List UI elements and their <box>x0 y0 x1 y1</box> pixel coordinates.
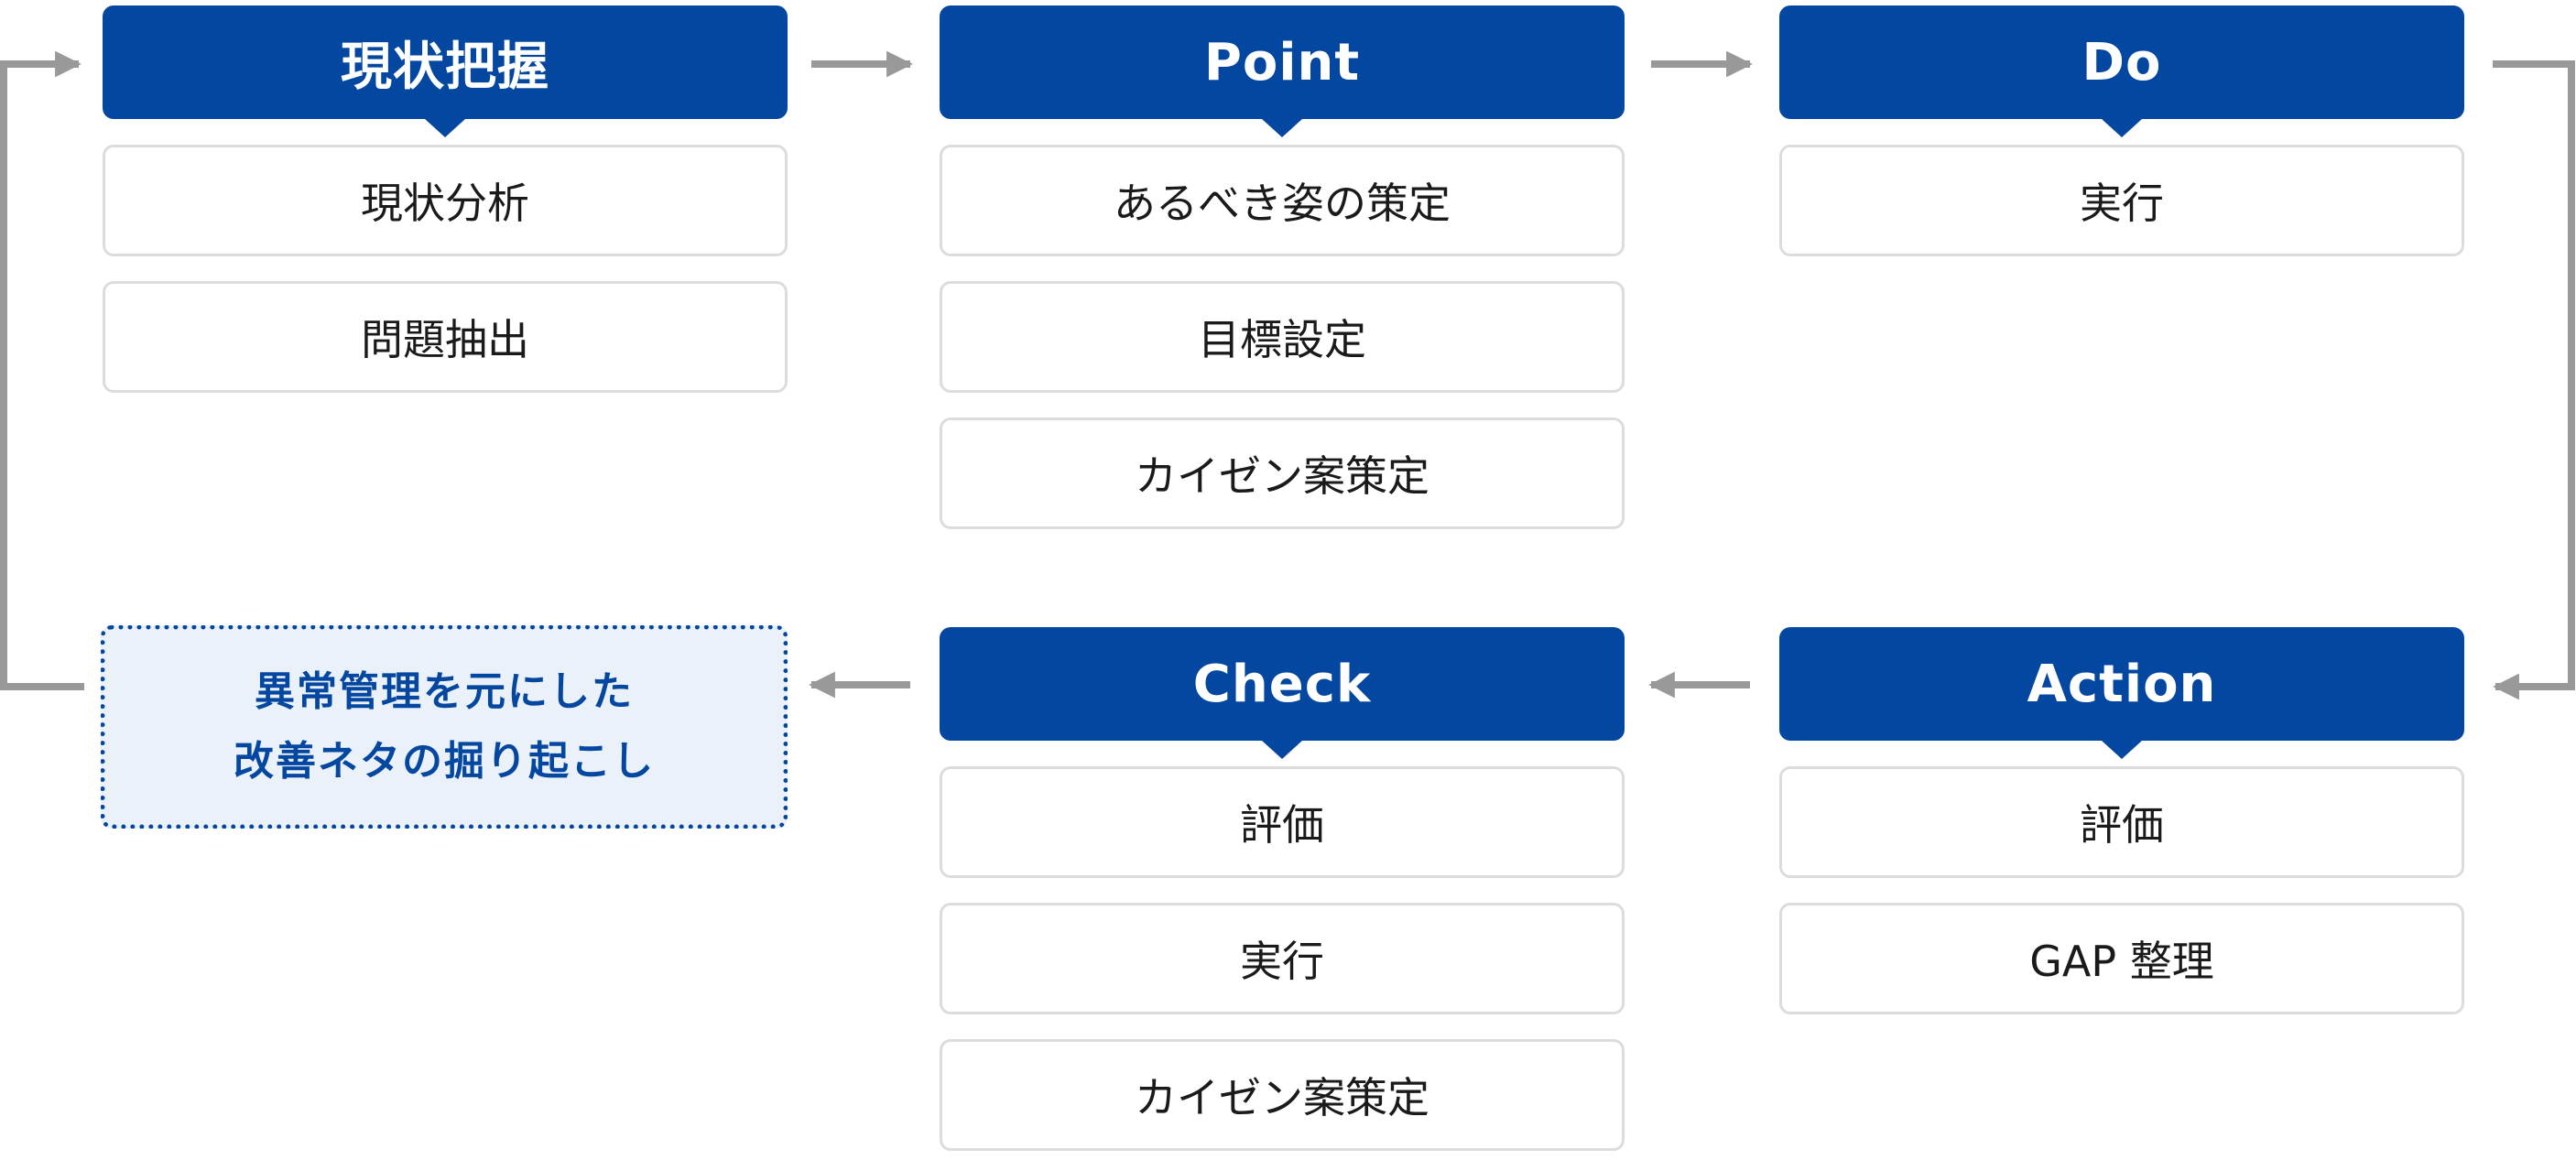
column-action: Action 評価 GAP 整理 <box>1779 627 2464 1039</box>
header-do: Do <box>1779 5 2464 137</box>
items-genjo-haaku: 現状分析 問題抽出 <box>103 145 788 393</box>
items-check: 評価 実行 カイゼン案策定 <box>940 766 1625 1151</box>
item-mondai-chushutsu: 問題抽出 <box>103 281 788 393</box>
item-gap-seiri: GAP 整理 <box>1779 903 2464 1014</box>
column-point: Point あるべき姿の策定 目標設定 カイゼン案策定 <box>940 5 1625 554</box>
items-action: 評価 GAP 整理 <box>1779 766 2464 1014</box>
items-point: あるべき姿の策定 目標設定 カイゼン案策定 <box>940 145 1625 529</box>
header-point: Point <box>940 5 1625 137</box>
item-hyoka-check: 評価 <box>940 766 1625 878</box>
item-arubeki-sugata: あるべき姿の策定 <box>940 145 1625 256</box>
header-action: Action <box>1779 627 2464 759</box>
kaizen-neta-note: 異常管理を元にした 改善ネタの掘り起こし <box>101 625 788 829</box>
item-jikko-do: 実行 <box>1779 145 2464 256</box>
arrow-note-to-genjo <box>0 50 84 690</box>
item-kaizen-an-point: カイゼン案策定 <box>940 417 1625 529</box>
item-hyoka-action: 評価 <box>1779 766 2464 878</box>
item-kaizen-an-check: カイゼン案策定 <box>940 1039 1625 1151</box>
arrow-do-to-action <box>2493 60 2575 700</box>
item-mokuhyo-settei: 目標設定 <box>940 281 1625 393</box>
column-genjo-haaku: 現状把握 現状分析 問題抽出 <box>103 5 788 417</box>
header-genjo-haaku: 現状把握 <box>103 5 788 137</box>
note-line-1: 異常管理を元にした <box>255 668 634 715</box>
item-genjo-bunseki: 現状分析 <box>103 145 788 256</box>
header-check: Check <box>940 627 1625 759</box>
items-do: 実行 <box>1779 145 2464 256</box>
item-jikko-check: 実行 <box>940 903 1625 1014</box>
column-do: Do 実行 <box>1779 5 2464 281</box>
column-check: Check 評価 実行 カイゼン案策定 <box>940 627 1625 1160</box>
note-line-2: 改善ネタの掘り起こし <box>234 738 655 785</box>
